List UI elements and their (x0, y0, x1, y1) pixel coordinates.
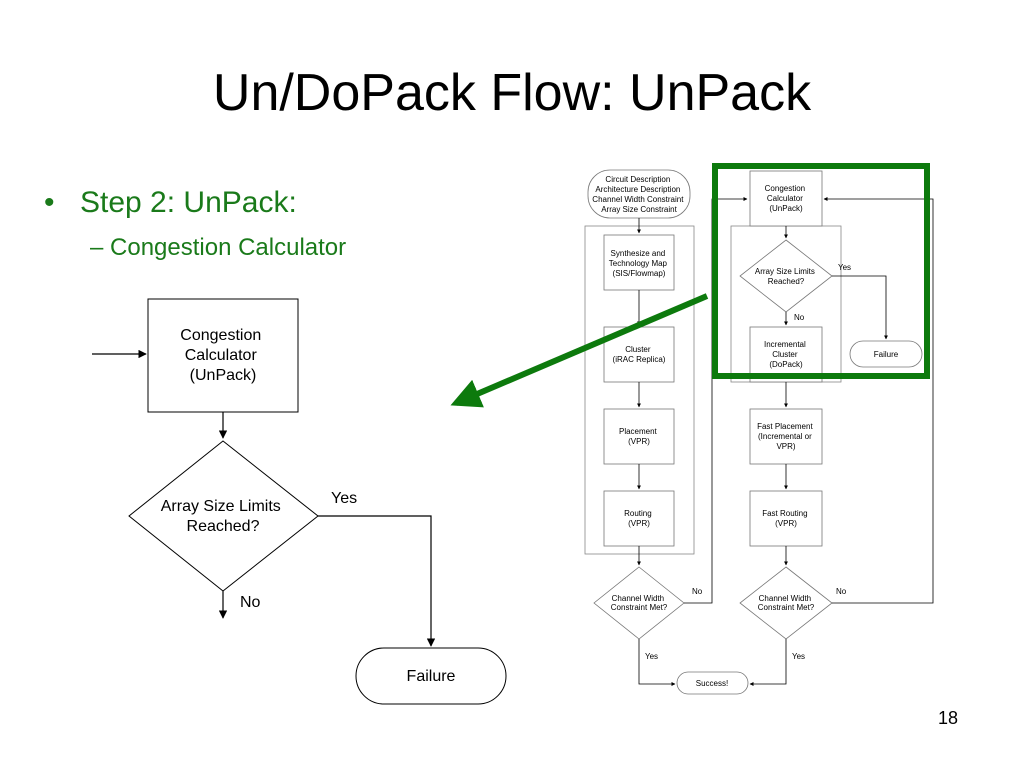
zoomed-diagram: Congestion Calculator (UnPack) Array Siz… (92, 298, 507, 705)
input-label: Circuit Description Architecture Descrip… (592, 175, 685, 214)
synth-label: Synthesize and Technology Map (SIS/Flowm… (609, 249, 670, 278)
bullet-step2: • Step 2: UnPack: (44, 186, 297, 220)
synth-box (603, 234, 675, 291)
zoom-yes-label: Yes (331, 490, 357, 507)
left-group-box (584, 225, 695, 555)
inc-cluster-label: Incremental Cluster (DoPack) (764, 340, 808, 369)
subbullet-congestion: – Congestion Calculator (90, 234, 347, 261)
cluster-label: Cluster (iRAC Replica) (613, 345, 666, 364)
cw-left-yes: Yes (645, 652, 658, 661)
fast-routing-label: Fast Routing (VPR) (762, 509, 810, 528)
array-size-no: No (794, 313, 805, 322)
zoom-failure-label: Failure (407, 668, 456, 685)
zoom-congestion-box (147, 298, 299, 413)
success-terminal (676, 671, 749, 695)
zoom-yes-arrow (318, 515, 436, 647)
full-flowchart: Circuit Description Architecture Descrip… (584, 169, 934, 695)
placement-label: Placement (VPR) (619, 427, 659, 446)
routing-label: Routing (VPR) (624, 509, 654, 528)
cw-right-no-arrow (823, 197, 934, 604)
bullet-step2-text: Step 2: UnPack: (80, 186, 297, 219)
cw-left-no-arrow (684, 197, 748, 604)
cw-right-yes: Yes (792, 652, 805, 661)
slide-title: Un/DoPack Flow: UnPack (212, 64, 812, 122)
failure-label: Failure (874, 350, 899, 359)
page-number: 18 (938, 708, 959, 728)
cw-left-label: Channel Width Constraint Met? (611, 594, 668, 612)
cw-right-no: No (836, 587, 847, 596)
array-size-diamond (739, 239, 833, 313)
inc-cluster-box (749, 326, 823, 383)
cw-right-label: Channel Width Constraint Met? (758, 594, 815, 612)
highlight-box (712, 163, 930, 379)
failure-terminal (849, 340, 923, 368)
routing-box (603, 490, 675, 547)
bullet-marker: • (44, 186, 55, 219)
zoom-no-label: No (240, 594, 261, 611)
zoom-failure-terminal (355, 647, 507, 705)
cw-left-no: No (692, 587, 703, 596)
fast-placement-label: Fast Placement (Incremental or VPR) (757, 422, 815, 451)
array-size-label: Array Size Limits Reached? (755, 267, 817, 286)
zoom-decision-label: Array Size Limits Reached? (161, 498, 285, 535)
congestion-box (749, 170, 823, 227)
fast-placement-box (749, 408, 823, 465)
zoom-decision-diamond (128, 440, 319, 592)
highlight-pointer-arrow (450, 293, 709, 408)
congestion-label: Congestion Calculator (UnPack) (765, 184, 808, 213)
array-size-yes: Yes (838, 263, 851, 272)
success-label: Success! (696, 679, 728, 688)
zoom-congestion-label: Congestion Calculator (UnPack) (180, 327, 265, 384)
